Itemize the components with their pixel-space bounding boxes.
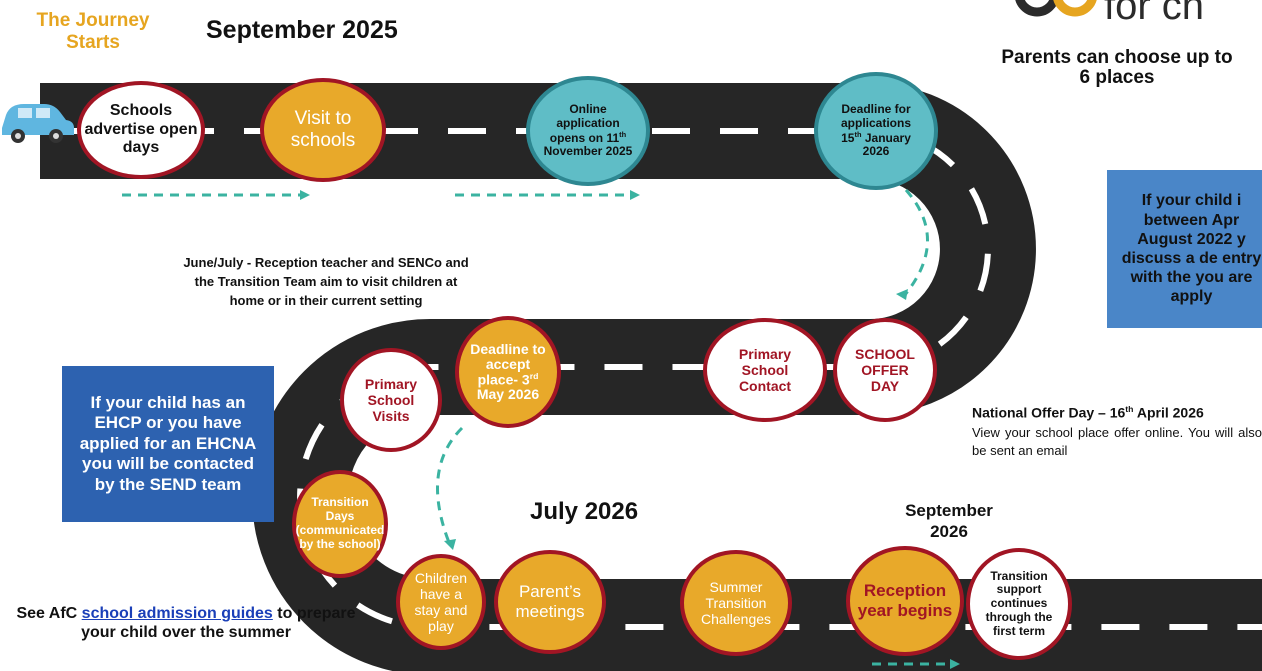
arrow-heads <box>300 190 960 669</box>
milestone-stay-and-play: Children have a stay and play <box>396 554 486 650</box>
milestone-primary-school-visits: Primary School Visits <box>340 348 442 452</box>
national-offer-title-text: National Offer Day – 16 <box>972 404 1126 421</box>
national-offer-title-sup: th <box>1125 404 1134 414</box>
journey-starts-label: The Journey Starts <box>36 10 150 53</box>
prepare-summer-text: to prepare your child over the summer <box>81 605 356 642</box>
car-icon <box>2 104 74 143</box>
september-2026-label: September 2026 <box>905 501 993 542</box>
milestone-primary-school-contact-label: Primary School Contact <box>738 345 792 395</box>
logo-mark-icon <box>1015 0 1097 17</box>
deadline-applications-text: Deadline for applications 15 <box>840 101 911 145</box>
deadline-applications-sup: th <box>854 129 862 139</box>
milestone-summer-challenges-label: Summer Transition Challenges <box>700 578 772 628</box>
progress-arrows <box>122 189 950 666</box>
milestone-visit-schools: Visit to schools <box>260 78 386 182</box>
milestone-primary-school-contact: Primary School Contact <box>703 318 827 422</box>
milestone-schools-advertise-label: Schools advertise open days <box>84 102 198 157</box>
milestone-transition-days: Transition Days (communicated by the sch… <box>292 470 388 578</box>
milestone-school-offer-day: SCHOOL OFFER DAY <box>833 318 937 422</box>
admission-guides-note: See AfC school admission guides to prepa… <box>16 604 356 642</box>
logo-text: for ch <box>1104 0 1205 28</box>
national-offer-day-body: View your school place offer online. You… <box>972 425 1262 459</box>
milestone-online-application-label: Online application opens on 11th Novembe… <box>530 101 646 159</box>
milestone-deadline-accept-label: Deadline to accept place- 3rd May 2026 <box>459 342 557 401</box>
milestone-summer-challenges: Summer Transition Challenges <box>680 550 792 656</box>
deferred-entry-note-text: If your child i between Apr August 2022 … <box>1121 192 1262 306</box>
national-offer-day-title: National Offer Day – 16th April 2026 <box>972 404 1204 421</box>
milestone-schools-advertise: Schools advertise open days <box>77 81 205 179</box>
milestone-deadline-accept: Deadline to accept place- 3rd May 2026 <box>455 316 561 428</box>
june-july-note: June/July - Reception teacher and SENCo … <box>183 255 469 308</box>
deadline-applications-date: January 2026 <box>862 130 911 159</box>
milestone-deadline-applications-label: Deadline for applications 15th January 2… <box>818 101 934 159</box>
online-application-date: November 2025 <box>543 144 633 159</box>
deadline-accept-date: May 2026 <box>476 386 540 403</box>
milestone-deadline-applications: Deadline for applications 15th January 2… <box>814 72 938 190</box>
milestone-parents-meetings-label: Parent’s meetings <box>515 582 585 621</box>
deadline-accept-sup: rd <box>529 370 539 381</box>
milestone-visit-schools-label: Visit to schools <box>290 108 356 151</box>
deadline-accept-text: Deadline to accept place- 3 <box>470 341 546 388</box>
milestone-school-offer-day-label: SCHOOL OFFER DAY <box>855 345 915 395</box>
milestone-transition-support-label: Transition support continues through the… <box>985 568 1053 638</box>
milestone-reception-begins: Reception year begins <box>846 546 964 656</box>
ehcp-note-text: If your child has an EHCP or you have ap… <box>79 393 257 494</box>
online-application-sup: th <box>619 129 627 139</box>
milestone-stay-and-play-label: Children have a stay and play <box>414 569 468 635</box>
milestone-online-application: Online application opens on 11th Novembe… <box>526 76 650 186</box>
national-offer-title-date: April 2026 <box>1133 404 1204 421</box>
ehcp-note-box: If your child has an EHCP or you have ap… <box>62 366 274 522</box>
school-admission-guides-link[interactable]: school admission guides <box>81 605 273 622</box>
milestone-transition-days-label: Transition Days (communicated by the sch… <box>295 495 385 551</box>
online-application-text: Online application opens on 11 <box>549 101 620 145</box>
milestone-transition-support: Transition support continues through the… <box>966 548 1072 660</box>
parents-choose-note: Parents can choose up to 6 places <box>1001 47 1233 88</box>
see-afc-text: See AfC <box>16 605 78 622</box>
milestone-primary-school-visits-label: Primary School Visits <box>364 375 418 425</box>
milestone-reception-begins-label: Reception year begins <box>857 581 953 620</box>
july-2026-label: July 2026 <box>530 498 639 525</box>
milestone-parents-meetings: Parent’s meetings <box>494 550 606 654</box>
september-2025-label: September 2025 <box>206 16 398 44</box>
deferred-entry-note-box: If your child i between Apr August 2022 … <box>1107 170 1262 328</box>
